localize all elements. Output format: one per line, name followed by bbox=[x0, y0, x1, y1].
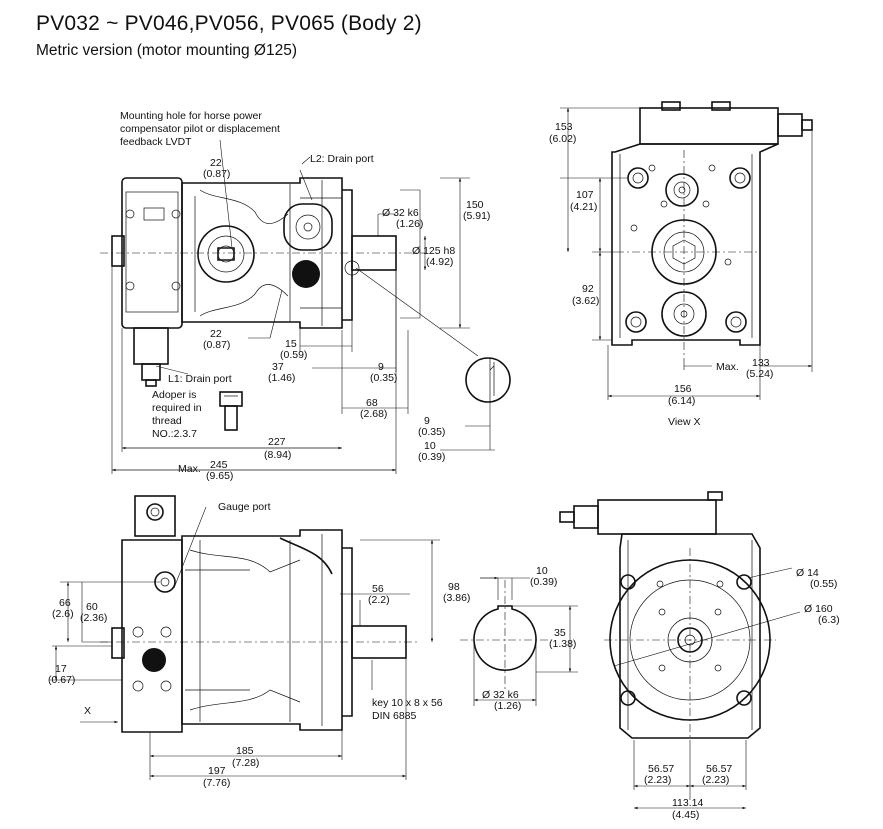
dim-197-in: (7.76) bbox=[203, 777, 230, 789]
note-adaptor-3: thread bbox=[152, 415, 182, 427]
dim-150-in: (5.91) bbox=[463, 210, 490, 222]
dim-107: 107 bbox=[576, 189, 594, 201]
dim-245: 245 bbox=[210, 459, 228, 471]
dim-shaft-dia-b-in: (1.26) bbox=[494, 700, 521, 712]
dim-133: 133 bbox=[752, 357, 770, 369]
note-adaptor-4: NO.:2.3.7 bbox=[152, 428, 197, 440]
dim-197: 197 bbox=[208, 765, 226, 777]
dim-35: 35 bbox=[554, 627, 566, 639]
note-adaptor-1: Adoper is bbox=[152, 389, 196, 401]
view-x-label: View X bbox=[668, 416, 701, 428]
dim-15: 15 bbox=[285, 338, 297, 350]
dim-227: 227 bbox=[268, 436, 286, 448]
dim-9-b-in: (0.35) bbox=[418, 426, 445, 438]
dim-22-bottom: 22 bbox=[210, 328, 222, 340]
note-l2-drain: L2: Drain port bbox=[310, 153, 374, 165]
dim-9-a-in: (0.35) bbox=[370, 372, 397, 384]
dim-56: 56 bbox=[372, 583, 384, 595]
dim-66-in: (2.6) bbox=[52, 608, 74, 620]
dim-17: 17 bbox=[55, 663, 67, 675]
dim-15-in: (0.59) bbox=[280, 349, 307, 361]
page-subtitle: Metric version (motor mounting Ø125) bbox=[36, 42, 298, 59]
dim-pilot-dia: Ø 125 h8 bbox=[412, 245, 455, 257]
note-mounting-3: feedback LVDT bbox=[120, 136, 192, 148]
side-view-bottom bbox=[50, 495, 440, 780]
dim-68: 68 bbox=[366, 397, 378, 409]
view-x-labels: 153 (6.02) 107 (4.21) 92 (3.62) Max. 133… bbox=[549, 121, 773, 428]
side-view-top bbox=[100, 139, 511, 474]
dim-10-b: 10 bbox=[536, 565, 548, 577]
side-view-top-labels: Mounting hole for horse power compensato… bbox=[120, 110, 490, 482]
dim-5657-b-in: (2.23) bbox=[702, 774, 729, 786]
dim-153-in: (6.02) bbox=[549, 133, 576, 145]
dim-22-top: 22 bbox=[210, 157, 222, 169]
dim-150: 150 bbox=[466, 199, 484, 211]
dim-shaft-dia-b: Ø 32 k6 bbox=[482, 689, 519, 701]
note-adaptor-2: required in bbox=[152, 402, 202, 414]
dim-133-prefix: Max. bbox=[716, 361, 739, 373]
dim-92-in: (3.62) bbox=[572, 295, 599, 307]
dim-60: 60 bbox=[86, 601, 98, 613]
dim-22-top-in: (0.87) bbox=[203, 168, 230, 180]
dim-37: 37 bbox=[272, 361, 284, 373]
dim-hole-14-in: (0.55) bbox=[810, 578, 837, 590]
dim-17-in: (0.67) bbox=[48, 674, 75, 686]
page-title: PV032 ~ PV046,PV056, PV065 (Body 2) bbox=[36, 12, 422, 35]
dim-107-in: (4.21) bbox=[570, 201, 597, 213]
note-mounting-1: Mounting hole for horse power bbox=[120, 110, 262, 122]
dim-98-in: (3.86) bbox=[443, 592, 470, 604]
dim-156-in: (6.14) bbox=[668, 395, 695, 407]
note-key-1: key 10 x 8 x 56 bbox=[372, 697, 443, 709]
dim-bolt-circle: Ø 160 bbox=[804, 603, 833, 615]
dim-245-in: (9.65) bbox=[206, 470, 233, 482]
dim-185-in: (7.28) bbox=[232, 757, 259, 769]
dim-68-in: (2.68) bbox=[360, 408, 387, 420]
dim-bolt-circle-in: (6.3) bbox=[818, 614, 840, 626]
dim-5657-a-in: (2.23) bbox=[644, 774, 671, 786]
dim-60-in: (2.36) bbox=[80, 612, 107, 624]
note-gauge-port: Gauge port bbox=[218, 501, 271, 513]
dim-22-bottom-in: (0.87) bbox=[203, 339, 230, 351]
dim-98: 98 bbox=[448, 581, 460, 593]
flange-view bbox=[559, 491, 801, 810]
note-key-2: DIN 6885 bbox=[372, 710, 417, 722]
note-mounting-2: compensator pilot or displacement bbox=[120, 123, 280, 135]
side-view-bottom-labels: Gauge port 56 (2.2) 98 (3.86) 66 (2.6) 6… bbox=[48, 501, 470, 789]
dim-245-prefix: Max. bbox=[178, 463, 201, 475]
flange-view-labels: Ø 14 (0.55) Ø 160 (6.3) 56.57 (2.23) 56.… bbox=[644, 567, 840, 821]
dim-66: 66 bbox=[59, 597, 71, 609]
dim-9-b: 9 bbox=[424, 415, 430, 427]
dim-156: 156 bbox=[674, 383, 692, 395]
view-x-arrow-label: X bbox=[84, 705, 91, 717]
dim-11314-in: (4.45) bbox=[672, 809, 699, 821]
dim-185: 185 bbox=[236, 745, 254, 757]
dim-5657-a: 56.57 bbox=[648, 763, 674, 775]
dim-56-in: (2.2) bbox=[368, 594, 390, 606]
dim-11314: 113.14 bbox=[672, 797, 703, 809]
dim-10-a-in: (0.39) bbox=[418, 451, 445, 463]
shaft-section-labels: 10 (0.39) 35 (1.38) Ø 32 k6 (1.26) bbox=[482, 565, 576, 712]
dim-hole-14: Ø 14 bbox=[796, 567, 819, 579]
dim-133-in: (5.24) bbox=[746, 368, 773, 380]
note-l1-drain: L1: Drain port bbox=[168, 373, 232, 385]
dim-153: 153 bbox=[555, 121, 573, 133]
dim-pilot-dia-in: (4.92) bbox=[426, 256, 453, 268]
dim-10-b-in: (0.39) bbox=[530, 576, 557, 588]
dim-92: 92 bbox=[582, 283, 594, 295]
dim-10-a: 10 bbox=[424, 440, 436, 452]
dim-37-in: (1.46) bbox=[268, 372, 295, 384]
view-x bbox=[560, 101, 813, 400]
dim-35-in: (1.38) bbox=[549, 638, 576, 650]
dim-9-a: 9 bbox=[378, 361, 384, 373]
dim-shaft-dia-in: (1.26) bbox=[396, 218, 423, 230]
dim-227-in: (8.94) bbox=[264, 449, 291, 461]
dim-shaft-dia: Ø 32 k6 bbox=[382, 207, 419, 219]
dim-5657-b: 56.57 bbox=[706, 763, 732, 775]
shaft-section bbox=[460, 576, 578, 706]
